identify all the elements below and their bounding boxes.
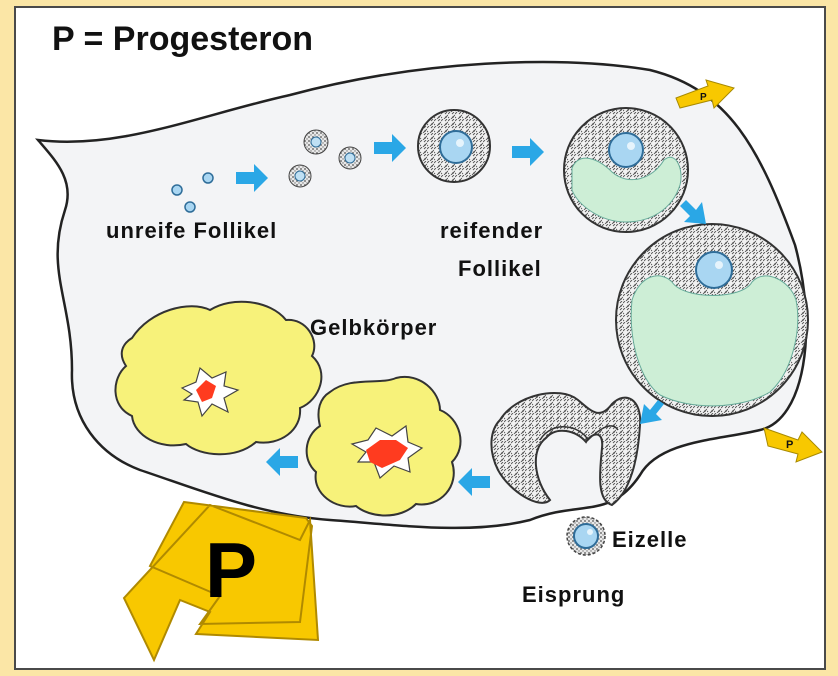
diagram-title: P = Progesteron [52, 20, 313, 59]
antral-follicle [564, 108, 688, 232]
graafian-follicle [616, 224, 808, 416]
progesterone-arrow-label: P [205, 525, 257, 616]
label-egg-cell: Eizelle [612, 527, 687, 553]
small-progesterone-arrow-right: P [764, 428, 822, 462]
label-immature-follicles: unreife Follikel [106, 218, 277, 244]
egg-cell [567, 517, 605, 555]
corpus-luteum-mature [115, 302, 321, 455]
small-arrow-label-right: P [786, 439, 793, 451]
label-ovulation: Eisprung [522, 582, 625, 608]
small-arrow-label-top: P [700, 92, 707, 103]
corpus-luteum-young [307, 377, 461, 516]
follicle-tiny-2 [185, 202, 195, 212]
label-corpus-luteum: Gelbkörper [310, 315, 437, 341]
label-maturing-follicle-line1: reifender [440, 218, 543, 244]
label-maturing-follicle-line2: Follikel [458, 256, 542, 282]
follicle-tiny-3 [203, 173, 213, 183]
secondary-follicle [418, 110, 490, 182]
follicle-tiny-1 [172, 185, 182, 195]
